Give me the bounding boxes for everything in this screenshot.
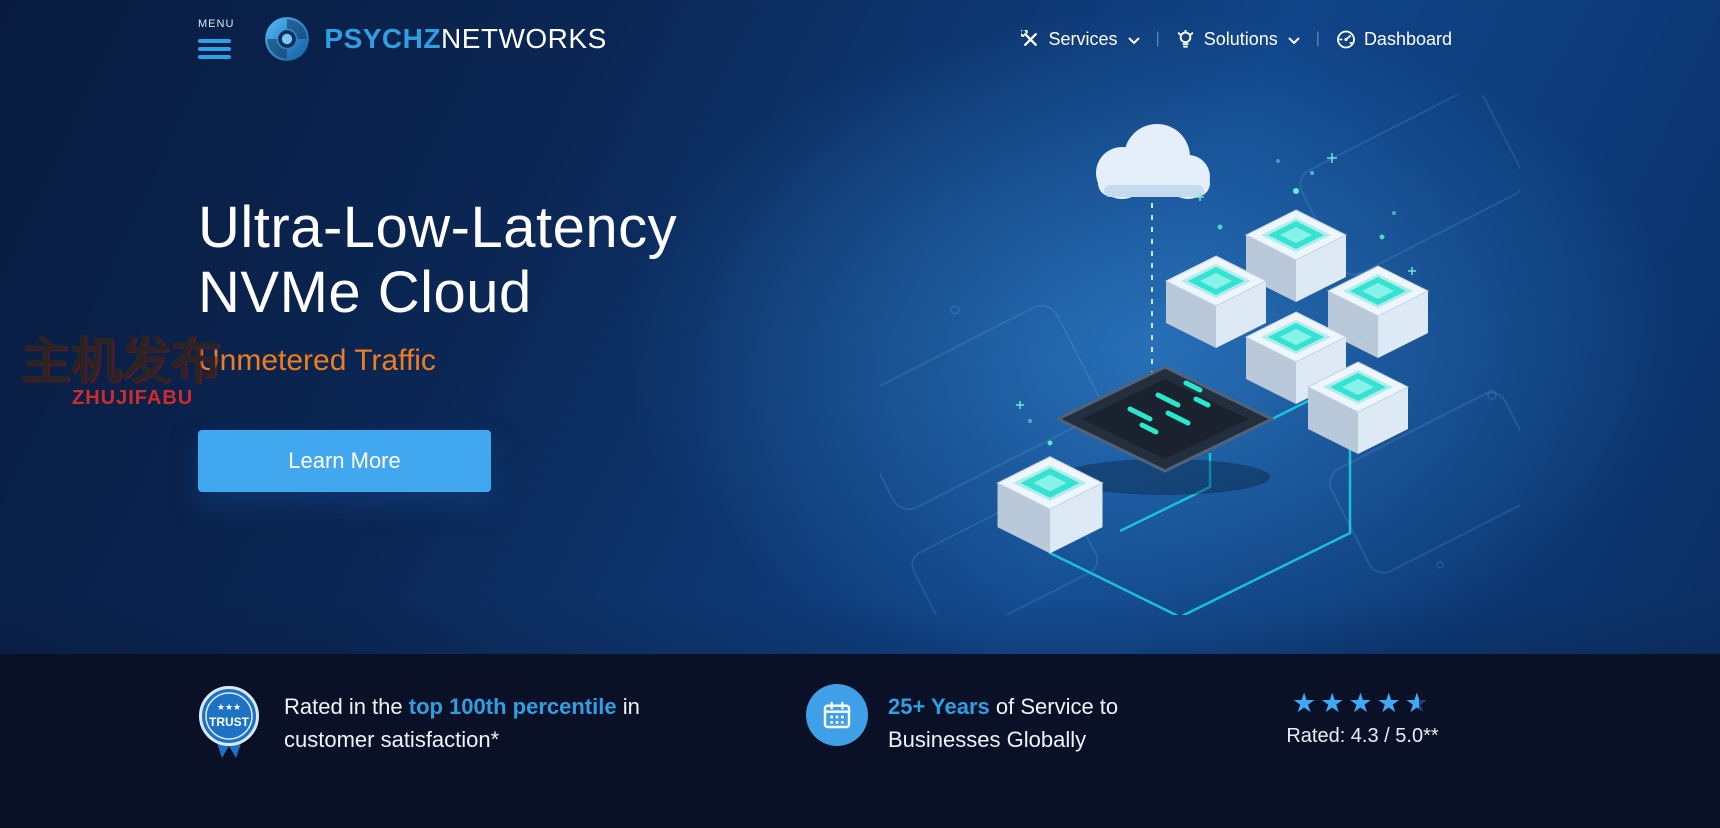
- hamburger-icon: [198, 35, 231, 63]
- years-text: 25+ Years of Service to Businesses Globa…: [888, 694, 1119, 752]
- watermark-cn: 主机发布: [20, 332, 220, 390]
- hero-section: Ultra-Low-Latency NVMe Cloud Unmetered T…: [198, 195, 678, 492]
- star-rating-icon: ★★★★★★: [1291, 688, 1434, 718]
- nav-label-solutions: Solutions: [1203, 28, 1278, 49]
- calendar-icon: [806, 684, 868, 746]
- trust-item: ★★★ TRUST Rated in the top 100th percent…: [196, 684, 656, 760]
- trust-badge-icon: ★★★ TRUST: [196, 684, 262, 760]
- header: MENU PSYCHZNETWORKS: [0, 0, 1720, 78]
- watermark: 主机发布 ZHUJIFABU: [20, 336, 220, 408]
- trust-text: Rated in the top 100th percentile in cus…: [284, 694, 640, 752]
- years-item: 25+ Years of Service to Businesses Globa…: [806, 684, 1140, 756]
- tools-icon: [1021, 29, 1041, 49]
- hero-illustration: [849, 89, 1546, 640]
- nav-label-services: Services: [1048, 28, 1118, 49]
- nav-separator: |: [1315, 30, 1320, 47]
- half-star-icon: ★★: [1404, 688, 1434, 718]
- trust-bar: ★★★ TRUST Rated in the top 100th percent…: [0, 654, 1720, 828]
- nav-dashboard[interactable]: Dashboard: [1336, 29, 1452, 50]
- svg-text:★★★: ★★★: [217, 702, 241, 712]
- nav-separator: |: [1155, 30, 1160, 47]
- main-nav: Services | Solutions: [1021, 29, 1452, 50]
- nav-solutions[interactable]: Solutions: [1176, 29, 1300, 50]
- rating-label: Rated: 4.3 / 5.0**: [1286, 725, 1439, 747]
- watermark-en: ZHUJIFABU: [72, 387, 194, 409]
- learn-more-button[interactable]: Learn More: [198, 429, 491, 492]
- brand-logo[interactable]: PSYCHZNETWORKS: [262, 14, 606, 64]
- trust-text-highlight: top 100th percentile: [408, 694, 617, 719]
- rating: ★★★★★★ Rated: 4.3 / 5.0**: [1255, 688, 1470, 748]
- psychz-logo-icon: [262, 14, 312, 64]
- hero-subtitle: Unmetered Traffic: [198, 343, 436, 377]
- tablet-illustration: [1056, 365, 1274, 495]
- hero-title: Ultra-Low-Latency NVMe Cloud: [198, 195, 678, 325]
- menu-label: MENU: [198, 17, 235, 30]
- chevron-down-icon: [1127, 36, 1140, 45]
- years-text-highlight: 25+ Years: [888, 694, 990, 719]
- svg-text:TRUST: TRUST: [209, 715, 250, 729]
- nav-services[interactable]: Services: [1021, 29, 1140, 50]
- brand-name: PSYCHZNETWORKS: [324, 23, 607, 54]
- chevron-down-icon: [1288, 36, 1300, 45]
- bulb-icon: [1176, 29, 1196, 49]
- dashboard-icon: [1336, 29, 1356, 49]
- cloud-icon: [1096, 124, 1210, 199]
- menu-button[interactable]: MENU: [198, 18, 234, 63]
- nav-label-dashboard: Dashboard: [1363, 28, 1452, 49]
